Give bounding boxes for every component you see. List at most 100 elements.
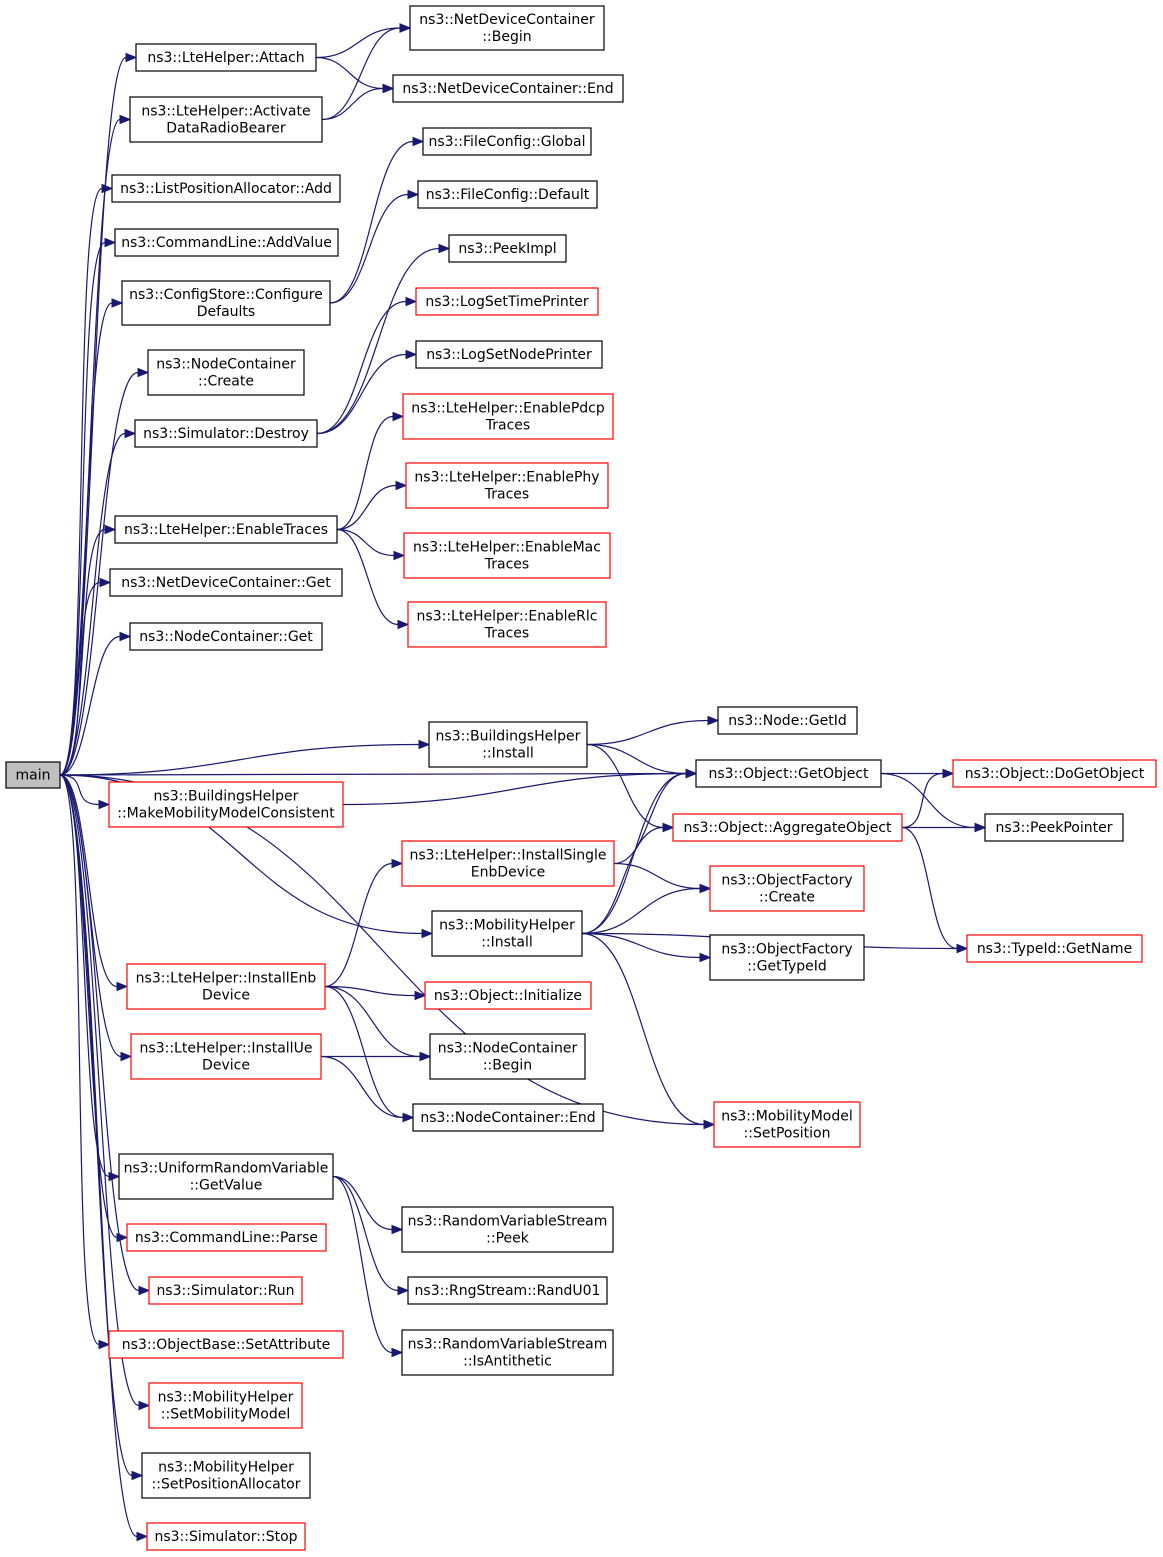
node-typeid_getname[interactable]: ns3::TypeId::GetName xyxy=(966,934,1143,963)
node-rvs_peek-label-0: ns3::RandomVariableStream xyxy=(408,1214,608,1230)
node-nc_get[interactable]: ns3::NodeContainer::Get xyxy=(129,622,323,651)
node-nc_begin-label-1: ::Begin xyxy=(483,1058,532,1074)
node-main-box xyxy=(5,761,61,789)
node-lte_activate-label-0: ns3::LteHelper::Activate xyxy=(141,104,310,120)
node-sim_stop-label-0: ns3::Simulator::Stop xyxy=(154,1529,297,1545)
node-sim_destroy[interactable]: ns3::Simulator::Destroy xyxy=(134,419,318,448)
node-filecfg_default-box xyxy=(417,180,598,209)
node-node_getid[interactable]: ns3::Node::GetId xyxy=(717,706,858,735)
node-node_getid-box xyxy=(717,706,858,735)
node-lte_installue-box xyxy=(130,1033,322,1080)
node-bh_install[interactable]: ns3::BuildingsHelper::Install xyxy=(428,721,588,768)
node-obj_aggregate[interactable]: ns3::Object::AggregateObject xyxy=(672,813,903,842)
node-configstore-box xyxy=(121,280,331,326)
node-lte_installsingle-box xyxy=(401,840,615,887)
node-bh_makemob[interactable]: ns3::BuildingsHelper::MakeMobilityModelC… xyxy=(108,781,344,828)
node-mh_setposalloc-box xyxy=(141,1452,311,1499)
node-main[interactable]: main xyxy=(5,761,61,789)
node-obj_getobject-box xyxy=(695,759,882,788)
node-lte_enabletraces-box xyxy=(114,515,338,544)
node-rvs_peek[interactable]: ns3::RandomVariableStream::Peek xyxy=(401,1206,614,1253)
node-ndc_end[interactable]: ns3::NetDeviceContainer::End xyxy=(392,74,624,103)
node-rng_randu01[interactable]: ns3::RngStream::RandU01 xyxy=(407,1276,608,1305)
node-lte_enablepdcp-box xyxy=(402,393,614,440)
node-mh_install[interactable]: ns3::MobilityHelper::Install xyxy=(431,910,583,957)
edges-layer xyxy=(59,23,987,1542)
node-obj_dogetobject-box xyxy=(952,759,1157,788)
edge-sim_destroy-to-logsettime xyxy=(316,296,418,435)
node-nc_get-label-0: ns3::NodeContainer::Get xyxy=(139,629,313,645)
node-main-label-0: main xyxy=(16,768,51,784)
node-configstore-label-1: Defaults xyxy=(197,304,255,320)
node-ndc_get[interactable]: ns3::NetDeviceContainer::Get xyxy=(109,568,343,597)
node-logsettime[interactable]: ns3::LogSetTimePrinter xyxy=(415,287,599,316)
node-filecfg_default[interactable]: ns3::FileConfig::Default xyxy=(417,180,598,209)
edge-main-to-nc_get xyxy=(59,631,132,776)
node-of_gettypeid[interactable]: ns3::ObjectFactory::GetTypeId xyxy=(709,934,865,981)
node-filecfg_global[interactable]: ns3::FileConfig::Global xyxy=(422,127,592,156)
node-obj_initialize-label-0: ns3::Object::Initialize xyxy=(434,988,582,1004)
node-mh_setposalloc[interactable]: ns3::MobilityHelper::SetPositionAllocato… xyxy=(141,1452,311,1499)
node-lte_enablephy-label-1: Traces xyxy=(484,487,529,503)
edge-mh_install-to-mm_setposition xyxy=(581,932,716,1130)
node-lpa_add-label-0: ns3::ListPositionAllocator::Add xyxy=(120,181,332,197)
node-mm_setposition[interactable]: ns3::MobilityModel::SetPosition xyxy=(713,1101,861,1148)
node-rng_randu01-box xyxy=(407,1276,608,1305)
node-obj_getobject-label-0: ns3::Object::GetObject xyxy=(708,766,869,782)
node-logsetnode[interactable]: ns3::LogSetNodePrinter xyxy=(415,340,603,369)
node-bh_makemob-box xyxy=(108,781,344,828)
node-lte_installsingle-label-0: ns3::LteHelper::InstallSingle xyxy=(409,848,606,864)
edge-lte_enabletraces-to-lte_enablephy xyxy=(336,480,408,531)
node-nc_begin[interactable]: ns3::NodeContainer::Begin xyxy=(429,1033,586,1080)
node-cmd_addvalue[interactable]: ns3::CommandLine::AddValue xyxy=(114,228,339,257)
node-obj_initialize[interactable]: ns3::Object::Initialize xyxy=(424,981,592,1010)
node-lte_enabletraces[interactable]: ns3::LteHelper::EnableTraces xyxy=(114,515,338,544)
node-ob_setattr-box xyxy=(108,1330,344,1359)
node-peekpointer[interactable]: ns3::PeekPointer xyxy=(984,813,1124,842)
node-ndc_begin[interactable]: ns3::NetDeviceContainer::Begin xyxy=(409,5,605,51)
node-cmd_parse[interactable]: ns3::CommandLine::Parse xyxy=(126,1223,327,1252)
node-lte_attach[interactable]: ns3::LteHelper::Attach xyxy=(135,43,317,72)
node-lte_enablemac-label-1: Traces xyxy=(484,557,529,573)
edge-sim_destroy-to-peekimpl xyxy=(316,243,451,435)
node-peekimpl[interactable]: ns3::PeekImpl xyxy=(448,234,567,263)
node-lte_enablephy-label-0: ns3::LteHelper::EnablePhy xyxy=(414,470,599,486)
node-ob_setattr[interactable]: ns3::ObjectBase::SetAttribute xyxy=(108,1330,344,1359)
node-mh_setmobility[interactable]: ns3::MobilityHelper::SetMobilityModel xyxy=(148,1382,303,1429)
node-obj_dogetobject-label-0: ns3::Object::DoGetObject xyxy=(965,766,1145,782)
node-lte_installue-label-1: Device xyxy=(202,1058,250,1074)
node-lpa_add[interactable]: ns3::ListPositionAllocator::Add xyxy=(111,174,341,203)
node-bh_install-box xyxy=(428,721,588,768)
node-rvs_isanti-box xyxy=(401,1329,614,1376)
node-peekpointer-box xyxy=(984,813,1124,842)
node-of_create[interactable]: ns3::ObjectFactory::Create xyxy=(709,865,865,912)
node-mh_install-label-0: ns3::MobilityHelper xyxy=(439,918,575,934)
node-sim_destroy-box xyxy=(134,419,318,448)
node-sim_run[interactable]: ns3::Simulator::Run xyxy=(148,1276,303,1305)
edge-main-to-urv_getvalue xyxy=(59,774,121,1182)
node-obj_dogetobject[interactable]: ns3::Object::DoGetObject xyxy=(952,759,1157,788)
node-rvs_isanti[interactable]: ns3::RandomVariableStream::IsAntithetic xyxy=(401,1329,614,1376)
node-nc_create[interactable]: ns3::NodeContainer::Create xyxy=(147,349,305,396)
edge-sim_destroy-to-logsetnode xyxy=(316,349,418,435)
node-typeid_getname-box xyxy=(966,934,1143,963)
nodes-layer: mainns3::LteHelper::Attachns3::NetDevice… xyxy=(5,5,1157,1551)
node-nc_end[interactable]: ns3::NodeContainer::End xyxy=(412,1103,604,1132)
node-urv_getvalue[interactable]: ns3::UniformRandomVariable::GetValue xyxy=(118,1153,334,1200)
node-lte_attach-label-0: ns3::LteHelper::Attach xyxy=(147,50,304,66)
node-obj_getobject[interactable]: ns3::Object::GetObject xyxy=(695,759,882,788)
node-sim_stop[interactable]: ns3::Simulator::Stop xyxy=(146,1522,306,1551)
node-cmd_addvalue-box xyxy=(114,228,339,257)
node-lte_installsingle-label-1: EnbDevice xyxy=(471,865,545,881)
node-logsettime-box xyxy=(415,287,599,316)
